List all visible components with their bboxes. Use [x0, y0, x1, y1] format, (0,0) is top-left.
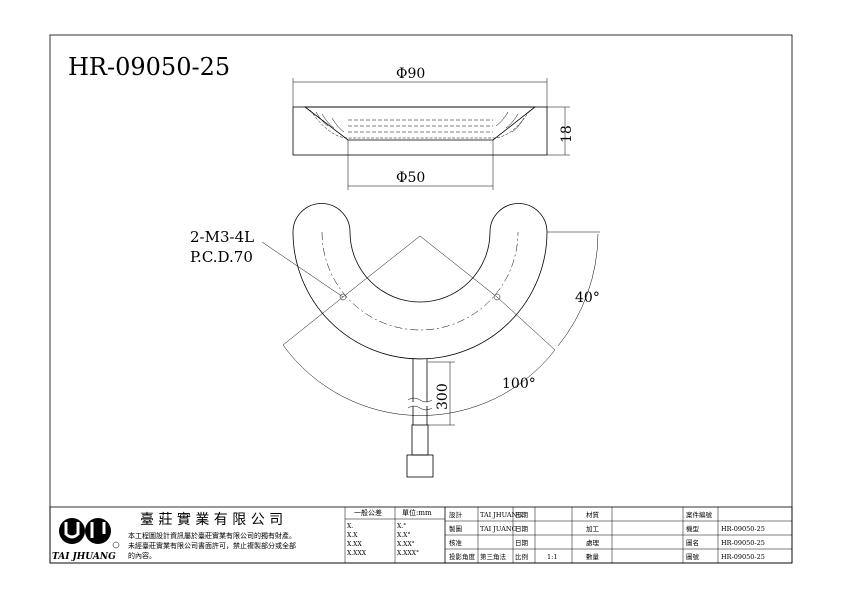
angle-tolerance-row: X.°	[397, 523, 406, 530]
title-block-attr-label: 處理	[586, 538, 600, 547]
mounting-hole	[339, 293, 347, 301]
tolerance-row: X.X	[347, 532, 358, 539]
angle-40-label: 40°	[575, 290, 600, 306]
title-block-value: TAI JUANG	[480, 525, 517, 533]
tolerance-row: X.	[347, 523, 353, 530]
half-ring-body	[292, 203, 548, 360]
angle-tolerance-row: X.XX°	[397, 541, 415, 548]
title-block-attr-label: 加工	[586, 524, 600, 533]
title-block-date-label: 日期	[515, 525, 529, 533]
angle-100-label: 100°	[502, 376, 536, 392]
title-block-label: 製圖	[449, 524, 462, 533]
title-block-value: 第三角法	[480, 552, 507, 561]
mounting-hole	[493, 293, 501, 301]
logo-text: TAI JHUANG	[52, 552, 116, 562]
title-block-id-label: 圖名	[686, 538, 699, 547]
hole-spec-label: 2-M3-4L	[190, 228, 254, 246]
side-view: Φ90 Φ50 18	[292, 66, 575, 190]
title-block-id: HR-09050-25	[721, 539, 765, 547]
title-block-id: HR-09050-25	[721, 553, 765, 561]
connector-plug	[406, 454, 434, 478]
notice-line: 本工程圖設計資訊屬於臺莊實業有限公司的獨有財產。	[128, 531, 296, 540]
title-block-id-label: 圖號	[686, 552, 700, 561]
angle-arc-40	[557, 233, 599, 347]
cable-length-label: 300	[435, 383, 451, 410]
pcd-label: P.C.D.70	[190, 248, 253, 266]
title-block-date-label: 比例	[515, 552, 528, 561]
inner-diameter-label: Φ50	[396, 170, 425, 186]
outer-diameter-label: Φ90	[396, 66, 425, 82]
cable: 300	[406, 359, 455, 478]
title-block-id-label: 案件編號	[686, 510, 713, 519]
unit-header: 單位:mm	[402, 508, 432, 517]
connector-neck	[411, 424, 429, 456]
title-block-date-label: 日期	[515, 539, 529, 547]
title-block-id-label: 機型	[686, 524, 700, 533]
sheet-border	[49, 34, 793, 564]
tolerance-header: 一般公差	[354, 508, 382, 517]
title-block-date: 1:1	[547, 553, 557, 561]
title-block-label: 設計	[449, 510, 463, 519]
pcd-circle	[321, 231, 519, 331]
height-label: 18	[559, 125, 575, 143]
title-block-date-label: 日期	[515, 511, 529, 519]
title-block-attr-label: 材質	[586, 510, 600, 519]
company-name: 臺 莊 實 業 有 限 公 司	[140, 511, 283, 528]
drawing-title: HR-09050-25	[68, 53, 230, 81]
notice-line: 未經臺莊實業有限公司書面許可，禁止複製部分或全部	[128, 541, 296, 550]
angle-arc-100	[282, 344, 556, 416]
notice-line: 的內容。	[128, 551, 156, 560]
title-block-label: 核准	[449, 538, 463, 547]
title-block-attr-label: 數量	[586, 552, 600, 561]
title-block-label: 投影角度	[449, 552, 476, 561]
hole-leader	[261, 241, 344, 298]
title-block-value: TAI JHUANG	[480, 511, 522, 519]
tolerance-row: X.XX	[347, 541, 362, 548]
company-logo: TAI JHUANG	[52, 518, 120, 562]
angle-tolerance-row: X.X°	[397, 532, 410, 539]
angle-tolerance-row: X.XXX°	[397, 550, 419, 557]
title-block: TAI JHUANG 臺 莊 實 業 有 限 公 司 本工程圖設計資訊屬於臺莊實…	[49, 506, 793, 564]
tolerance-row: X.XXX	[347, 550, 367, 557]
top-view: 2-M3-4L P.C.D.70 40° 100°	[190, 203, 600, 416]
title-block-id: HR-09050-25	[721, 525, 765, 533]
